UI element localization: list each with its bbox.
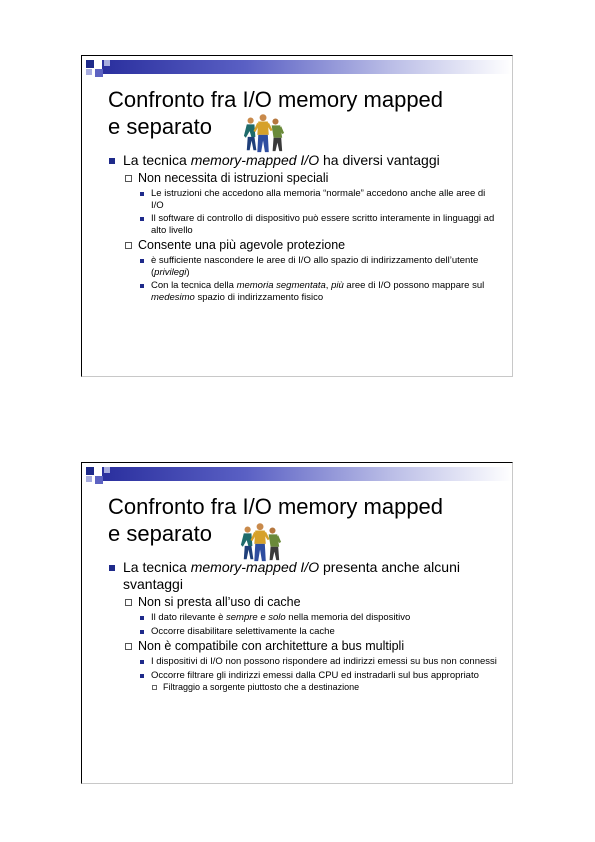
bullet-item: La tecnica memory-mapped I/O ha diversi … bbox=[108, 152, 498, 303]
decor-square bbox=[86, 467, 94, 475]
slide-title: Confronto fra I/O memory mapped e separa… bbox=[108, 493, 443, 547]
slide-title-line2: e separato bbox=[108, 521, 212, 546]
detail-list: è sufficiente nascondere le aree di I/O … bbox=[138, 255, 498, 303]
bullet-list: La tecnica memory-mapped I/O presenta an… bbox=[108, 559, 498, 695]
detail-item: Con la tecnica della memoria segmentata,… bbox=[138, 280, 498, 303]
detail-item: Occorre filtrare gli indirizzi emessi da… bbox=[138, 670, 498, 694]
slide-title: Confronto fra I/O memory mapped e separa… bbox=[108, 86, 443, 140]
sub-item: Non necessita di istruzioni speciali Le … bbox=[123, 171, 498, 236]
sub-list: Non necessita di istruzioni speciali Le … bbox=[123, 171, 498, 303]
slide-title-line2: e separato bbox=[108, 114, 212, 139]
detail-item: Le istruzioni che accedono alla memoria … bbox=[138, 188, 498, 211]
people-group-icon bbox=[243, 114, 285, 153]
decor-square bbox=[95, 69, 103, 77]
detail-item: Occorre disabilitare selettivamente la c… bbox=[138, 626, 498, 638]
slide-header-gradient-bar bbox=[102, 60, 512, 74]
detail-list: Le istruzioni che accedono alla memoria … bbox=[138, 188, 498, 236]
decor-square bbox=[104, 60, 110, 66]
detail-item: I dispositivi di I/O non possono rispond… bbox=[138, 656, 498, 668]
subdetail-item: Filtraggio a sorgente piuttosto che a de… bbox=[151, 682, 498, 693]
detail-list: Il dato rilevante è sempre e solo nella … bbox=[138, 612, 498, 637]
slide-title-line1: Confronto fra I/O memory mapped bbox=[108, 494, 444, 519]
decor-square bbox=[86, 69, 92, 75]
decor-square bbox=[86, 476, 92, 482]
bullet-item: La tecnica memory-mapped I/O presenta an… bbox=[108, 559, 498, 693]
detail-item: Il dato rilevante è sempre e solo nella … bbox=[138, 612, 498, 624]
detail-list: I dispositivi di I/O non possono rispond… bbox=[138, 656, 498, 693]
sub-item: Non è compatibile con architetture a bus… bbox=[123, 639, 498, 693]
detail-item: Il software di controllo di dispositivo … bbox=[138, 213, 498, 236]
sub-list: Non si presta all’uso di cache Il dato r… bbox=[123, 595, 498, 693]
slide-title-line1: Confronto fra I/O memory mapped bbox=[108, 87, 444, 112]
sub-item: Non si presta all’uso di cache Il dato r… bbox=[123, 595, 498, 637]
slide-header-gradient-bar bbox=[102, 467, 512, 481]
slide-2: Confronto fra I/O memory mapped e separa… bbox=[81, 462, 513, 784]
detail-item: è sufficiente nascondere le aree di I/O … bbox=[138, 255, 498, 278]
slide-1: Confronto fra I/O memory mapped e separa… bbox=[81, 55, 513, 377]
decor-square bbox=[104, 467, 110, 473]
decor-square bbox=[86, 60, 94, 68]
sub-item: Consente una più agevole protezione è su… bbox=[123, 238, 498, 303]
decor-square bbox=[95, 476, 103, 484]
bullet-list: La tecnica memory-mapped I/O ha diversi … bbox=[108, 152, 498, 305]
subdetail-list: Filtraggio a sorgente piuttosto che a de… bbox=[151, 682, 498, 693]
